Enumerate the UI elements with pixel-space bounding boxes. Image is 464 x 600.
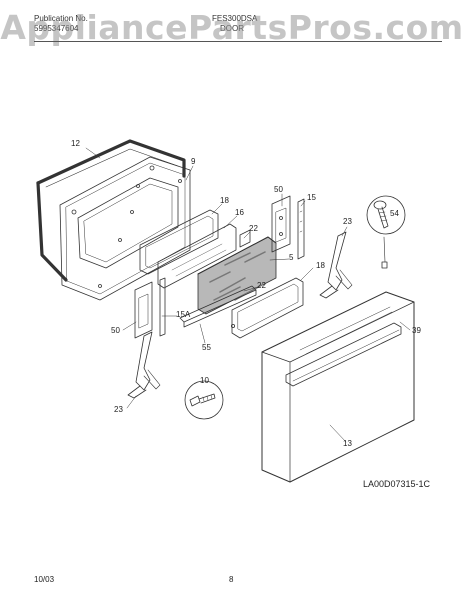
screw-detail-part bbox=[366, 195, 406, 269]
window-seal-part bbox=[231, 277, 304, 339]
hinge-receptacle-left-part bbox=[134, 277, 166, 339]
header-rule bbox=[34, 41, 442, 42]
watermark: AppliancePartsPros.com bbox=[0, 8, 464, 47]
publication-number: 5995347604 bbox=[34, 24, 79, 33]
callout-label: 5 bbox=[289, 253, 294, 262]
insulation-part bbox=[197, 236, 277, 315]
outer-door-panel-part bbox=[261, 291, 415, 483]
callout-label: 22 bbox=[249, 224, 258, 233]
callout-label: 13 bbox=[343, 439, 352, 448]
callout-label: 15 bbox=[307, 193, 316, 202]
callout-leaders bbox=[85, 147, 411, 443]
hinge-receptacle-top-part bbox=[271, 195, 291, 253]
callout-label: 54 bbox=[390, 209, 399, 218]
inner-door-liner-part bbox=[59, 156, 191, 301]
callout-label: 18 bbox=[220, 196, 229, 205]
vent-trim-part bbox=[179, 285, 257, 328]
callout-label: 15A bbox=[176, 310, 191, 319]
screw-callout-part bbox=[184, 380, 224, 420]
callout-label: 9 bbox=[191, 157, 196, 166]
hinge-left-part bbox=[127, 331, 161, 399]
hinge-right-part bbox=[319, 231, 353, 299]
callout-label: 39 bbox=[412, 326, 421, 335]
callout-label: 10 bbox=[200, 376, 209, 385]
side-trim-right-part bbox=[297, 198, 305, 260]
diagram-code: LA00D07315-1C bbox=[363, 479, 431, 489]
callout-label: 23 bbox=[114, 405, 123, 414]
model-number: FES300DSA bbox=[212, 14, 258, 23]
inner-glass-part bbox=[157, 223, 237, 289]
callout-label: 22 bbox=[257, 281, 266, 290]
page-number: 8 bbox=[229, 575, 234, 584]
window-frame-part bbox=[139, 209, 219, 275]
callout-label: 50 bbox=[111, 326, 120, 335]
callout-label: 18 bbox=[316, 261, 325, 270]
section-title: DOOR bbox=[220, 24, 244, 33]
callout-label: 50 bbox=[274, 185, 283, 194]
footer-date: 10/03 bbox=[34, 575, 55, 584]
callout-label: 23 bbox=[343, 217, 352, 226]
publication-label: Publication No. bbox=[34, 14, 88, 23]
callout-label: 16 bbox=[235, 208, 244, 217]
callout-label: 55 bbox=[202, 343, 211, 352]
callout-label: 12 bbox=[71, 139, 80, 148]
